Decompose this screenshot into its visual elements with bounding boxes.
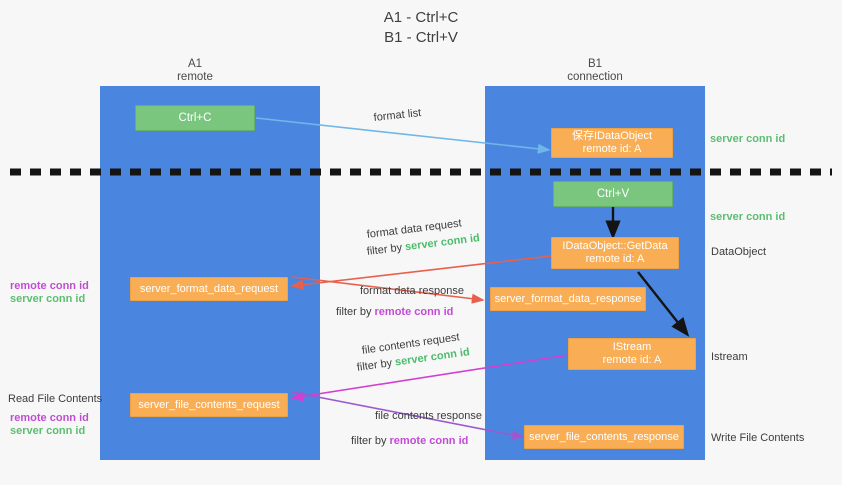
left-label-read-file-contents: Read File Contents (8, 393, 103, 405)
left-label-remote-conn-id-2: remote conn id (10, 412, 89, 424)
box-ctrl-c-label: Ctrl+C (178, 112, 212, 124)
lane-header-b1: B1 connection (520, 58, 670, 84)
right-label-write-file-contents: Write File Contents (711, 432, 805, 444)
box-server-file-contents-request-label: server_file_contents_request (138, 398, 280, 411)
filter-prefix-2: filter by (336, 306, 375, 318)
box-istream-line1: IStream (612, 341, 652, 353)
filter-prefix-3: filter by (356, 356, 396, 374)
label-file-contents-response: file contents response (375, 410, 483, 422)
box-server-file-contents-response[interactable]: server_file_contents_response (524, 425, 684, 449)
lane-a1-sub: remote (177, 71, 213, 83)
lane-header-a1: A1 remote (120, 58, 270, 84)
box-save-idataobject[interactable]: 保存IDataObject remote id: A (551, 128, 673, 158)
lane-a1-name: A1 (187, 58, 203, 70)
lane-b1-name: B1 (587, 58, 603, 70)
box-getdata-line2: remote id: A (585, 253, 645, 265)
box-server-format-data-request-label: server_format_data_request (139, 282, 279, 295)
box-ctrl-v-label: Ctrl+V (596, 188, 630, 200)
page-title: A1 - Ctrl+C B1 - Ctrl+V (0, 8, 842, 48)
title-line-2: B1 - Ctrl+V (384, 29, 458, 46)
label-format-list: format list (373, 107, 422, 124)
box-istream-line2: remote id: A (602, 354, 662, 366)
left-label-remote-conn-id-1: remote conn id (10, 280, 89, 292)
filter-prefix-4: filter by (351, 435, 390, 447)
box-server-file-contents-request[interactable]: server_file_contents_request (130, 393, 288, 417)
label-format-data-response: format data response (360, 285, 464, 297)
box-save-idataobject-line2: remote id: A (582, 143, 642, 155)
filter-prefix-1: filter by (366, 241, 406, 258)
label-file-contents-response-filter: filter by remote conn id (351, 434, 468, 448)
box-istream[interactable]: IStream remote id: A (568, 338, 696, 370)
box-ctrl-c[interactable]: Ctrl+C (135, 105, 255, 131)
right-label-dataobject: DataObject (711, 246, 767, 258)
box-server-format-data-response[interactable]: server_format_data_response (490, 287, 646, 311)
right-label-istream: Istream (711, 351, 748, 363)
left-label-server-conn-id-2: server conn id (10, 425, 86, 437)
box-getdata-line1: IDataObject::GetData (562, 240, 668, 252)
lane-b1-sub: connection (567, 71, 623, 83)
box-server-format-data-request[interactable]: server_format_data_request (130, 277, 288, 301)
right-label-server-conn-id-mid: server conn id (710, 211, 786, 223)
box-save-idataobject-line1: 保存IDataObject (571, 130, 653, 142)
label-format-data-response-filter: filter by remote conn id (336, 305, 453, 319)
filter-value-remote-conn-id-2: remote conn id (389, 435, 469, 447)
box-idataobject-getdata[interactable]: IDataObject::GetData remote id: A (551, 237, 679, 269)
filter-value-remote-conn-id-1: remote conn id (374, 306, 454, 318)
right-label-server-conn-id-top: server conn id (710, 133, 786, 145)
box-server-file-contents-response-label: server_file_contents_response (529, 430, 679, 443)
box-ctrl-v[interactable]: Ctrl+V (553, 181, 673, 207)
title-line-1: A1 - Ctrl+C (383, 9, 459, 26)
left-label-server-conn-id-1: server conn id (10, 293, 86, 305)
box-server-format-data-response-label: server_format_data_response (494, 292, 642, 305)
